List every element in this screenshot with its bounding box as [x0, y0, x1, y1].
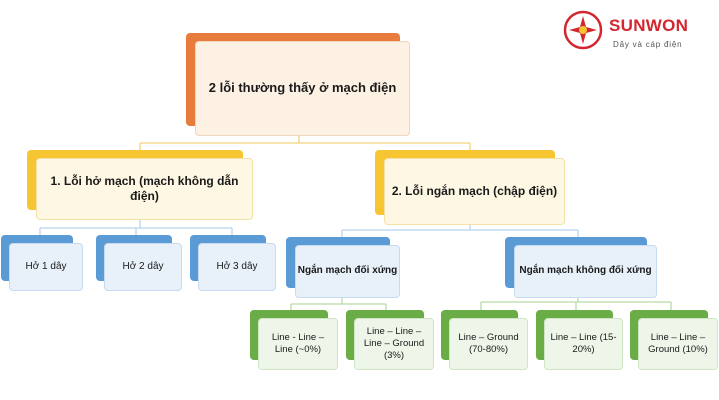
leaf-open-1-label: Hở 1 dây [9, 243, 83, 291]
leaf-asym-2: Line – Line (15-20%) [536, 310, 623, 370]
group-symmetric-label: Ngắn mạch đối xứng [295, 245, 400, 298]
group-symmetric: Ngắn mạch đối xứng [286, 237, 400, 298]
root-label: 2 lỗi thường thấy ở mạch điện [195, 41, 410, 136]
group-asymmetric: Ngắn mạch không đối xứng [505, 237, 657, 298]
leaf-open-1: Hở 1 dây [1, 235, 83, 291]
leaf-asym-2-label: Line – Line (15-20%) [544, 318, 623, 370]
leaf-sym-1-label: Line - Line – Line (~0%) [258, 318, 338, 370]
sunwon-emblem-icon [563, 10, 603, 50]
brand-name: SUNWON [609, 16, 689, 35]
leaf-asym-3-label: Line – Line – Ground (10%) [638, 318, 718, 370]
branch-short-circuit-label: 2. Lỗi ngắn mạch (chập điện) [384, 158, 565, 225]
branch-open-circuit-label: 1. Lỗi hở mạch (mạch không dẫn điện) [36, 158, 253, 220]
leaf-sym-2-label: Line – Line – Line – Ground (3%) [354, 318, 434, 370]
branch-short-circuit: 2. Lỗi ngắn mạch (chập điện) [375, 150, 565, 225]
sunwon-logo: SUNWON Dây và cáp điện [563, 10, 713, 56]
leaf-open-3: Hở 3 dây [190, 235, 276, 291]
leaf-sym-1: Line - Line – Line (~0%) [250, 310, 338, 370]
leaf-sym-2: Line – Line – Line – Ground (3%) [346, 310, 434, 370]
branch-open-circuit: 1. Lỗi hở mạch (mạch không dẫn điện) [27, 150, 253, 220]
leaf-asym-1: Line – Ground (70-80%) [441, 310, 528, 370]
leaf-open-2-label: Hở 2 dây [104, 243, 182, 291]
brand-tagline: Dây và cáp điện [613, 40, 683, 49]
leaf-open-2: Hở 2 dây [96, 235, 182, 291]
leaf-asym-3: Line – Line – Ground (10%) [630, 310, 718, 370]
group-asymmetric-label: Ngắn mạch không đối xứng [514, 245, 657, 298]
leaf-open-3-label: Hở 3 dây [198, 243, 276, 291]
leaf-asym-1-label: Line – Ground (70-80%) [449, 318, 528, 370]
root-node: 2 lỗi thường thấy ở mạch điện [186, 33, 410, 136]
